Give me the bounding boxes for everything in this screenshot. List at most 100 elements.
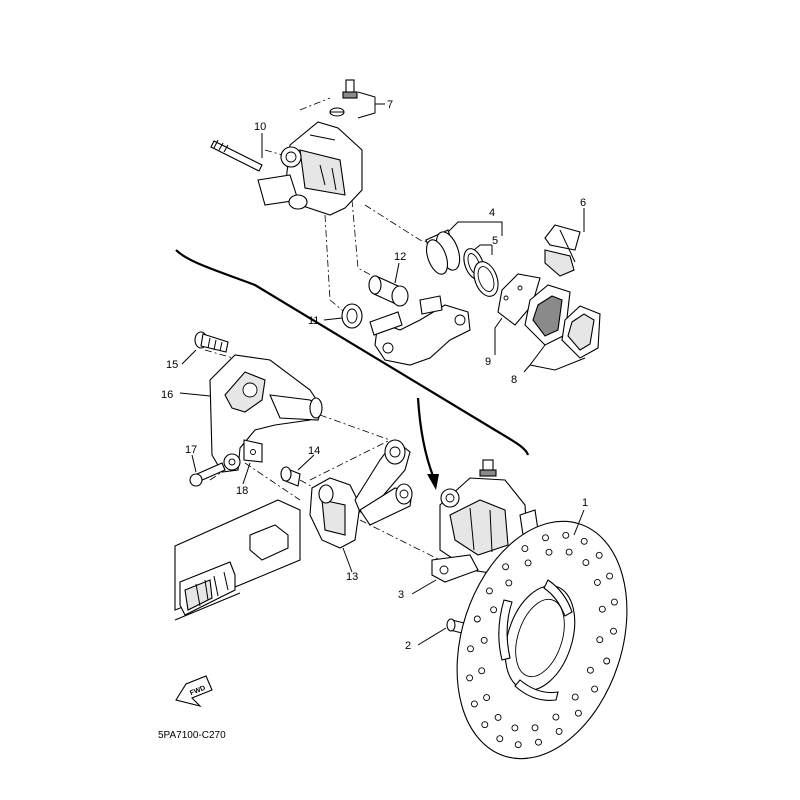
disc-hole xyxy=(571,693,579,701)
leader-8 xyxy=(523,344,586,373)
label-14: 14 xyxy=(308,445,320,457)
disc-hole xyxy=(580,537,588,545)
disc-hole xyxy=(542,534,549,542)
disc-hole xyxy=(552,713,560,721)
diagram-code: 5PA7100-C270 xyxy=(158,730,226,741)
leader-3 xyxy=(411,579,437,595)
leader-13 xyxy=(342,547,353,573)
fwd-arrow-icon: FWD xyxy=(175,675,213,708)
subassembly-arrow xyxy=(416,397,435,477)
label-15: 15 xyxy=(166,359,178,371)
disc-hole xyxy=(505,579,513,587)
subassembly-arrowhead xyxy=(427,474,439,490)
label-9: 9 xyxy=(485,356,491,368)
label-16: 16 xyxy=(161,389,173,401)
leader-12 xyxy=(394,262,400,284)
disc-hole xyxy=(610,627,617,635)
label-5: 5 xyxy=(492,235,498,247)
brake-disc xyxy=(456,520,628,760)
disc-hole xyxy=(531,724,539,732)
disc-hole xyxy=(473,615,481,623)
pin-boot xyxy=(341,303,363,329)
disc-hole xyxy=(478,667,486,675)
leader-15 xyxy=(181,349,197,365)
disc-hole xyxy=(593,578,601,586)
label-10: 10 xyxy=(254,121,266,133)
leader-4 xyxy=(447,221,503,236)
leader-14 xyxy=(297,454,315,471)
leader-7 xyxy=(357,91,385,119)
disc-hole xyxy=(610,598,618,606)
label-12: 12 xyxy=(394,251,406,263)
leader-16 xyxy=(179,392,211,397)
pin-bolt xyxy=(210,139,263,172)
disc-hole xyxy=(524,559,532,567)
label-18: 18 xyxy=(236,485,248,497)
disc-hole xyxy=(467,645,474,653)
pad-spring xyxy=(544,224,581,277)
disc-hole xyxy=(485,587,493,595)
disc-hole xyxy=(595,551,603,559)
leader-11 xyxy=(323,317,343,321)
disc-hole xyxy=(494,713,502,721)
bracket-bolt-15 xyxy=(194,331,229,353)
leader-18 xyxy=(242,462,251,485)
label-6: 6 xyxy=(580,197,586,209)
disc-hole xyxy=(598,605,606,613)
swingarm-section xyxy=(174,499,301,621)
label-13: 13 xyxy=(346,571,358,583)
disc-hole xyxy=(490,606,498,614)
leader-5 xyxy=(473,244,493,255)
disc-hole xyxy=(591,685,599,693)
brake-caliper-assembly xyxy=(431,459,539,583)
label-4: 4 xyxy=(489,207,495,219)
bracket-bolt-17 xyxy=(189,462,226,487)
leader-9 xyxy=(494,317,503,355)
collar xyxy=(280,466,301,487)
disc-hole xyxy=(606,572,614,580)
disc-holes xyxy=(466,531,618,749)
disc-hole xyxy=(470,700,478,708)
disc-hole xyxy=(535,738,542,746)
disc-hole xyxy=(496,735,504,743)
label-11: 11 xyxy=(308,315,319,327)
label-17: 17 xyxy=(185,444,197,456)
disc-hole xyxy=(521,545,529,553)
disc-hole xyxy=(514,741,522,749)
subassembly-bracket xyxy=(175,249,530,456)
leader-2 xyxy=(417,627,447,646)
disc-hole xyxy=(565,548,573,556)
retaining-clip xyxy=(243,439,263,463)
disc-hole xyxy=(480,636,488,644)
disc-hole xyxy=(582,559,590,567)
disc-hole xyxy=(574,709,582,717)
slide-pin xyxy=(368,275,409,307)
label-2: 2 xyxy=(405,640,411,652)
guide-bracket xyxy=(309,439,413,549)
disc-hole xyxy=(511,724,519,732)
disc-hole xyxy=(502,563,510,571)
disc-hole xyxy=(545,548,553,556)
disc-hole xyxy=(483,694,491,702)
caliper-bracket-upper xyxy=(369,295,471,366)
disc-hole xyxy=(555,727,563,735)
disc-hole xyxy=(596,636,604,644)
caliper-body-upper xyxy=(257,121,363,216)
disc-hole xyxy=(562,531,570,539)
disc-hole xyxy=(603,657,611,665)
caliper-bracket-main xyxy=(209,354,323,473)
disc-hole xyxy=(466,674,474,682)
pad-support xyxy=(497,273,541,326)
leader-1 xyxy=(573,509,585,536)
disc-hole xyxy=(586,666,594,674)
caliper-piston xyxy=(425,229,461,275)
label-3: 3 xyxy=(398,589,404,601)
label-1: 1 xyxy=(582,497,588,509)
part-labels: 1 2 3 4 5 6 7 8 9 10 11 12 13 14 15 16 1… xyxy=(161,99,588,652)
disc-hole xyxy=(481,721,489,729)
label-8: 8 xyxy=(511,374,517,386)
piston-seal-kit xyxy=(463,248,499,297)
leader-17 xyxy=(191,454,197,473)
label-7: 7 xyxy=(387,99,393,111)
